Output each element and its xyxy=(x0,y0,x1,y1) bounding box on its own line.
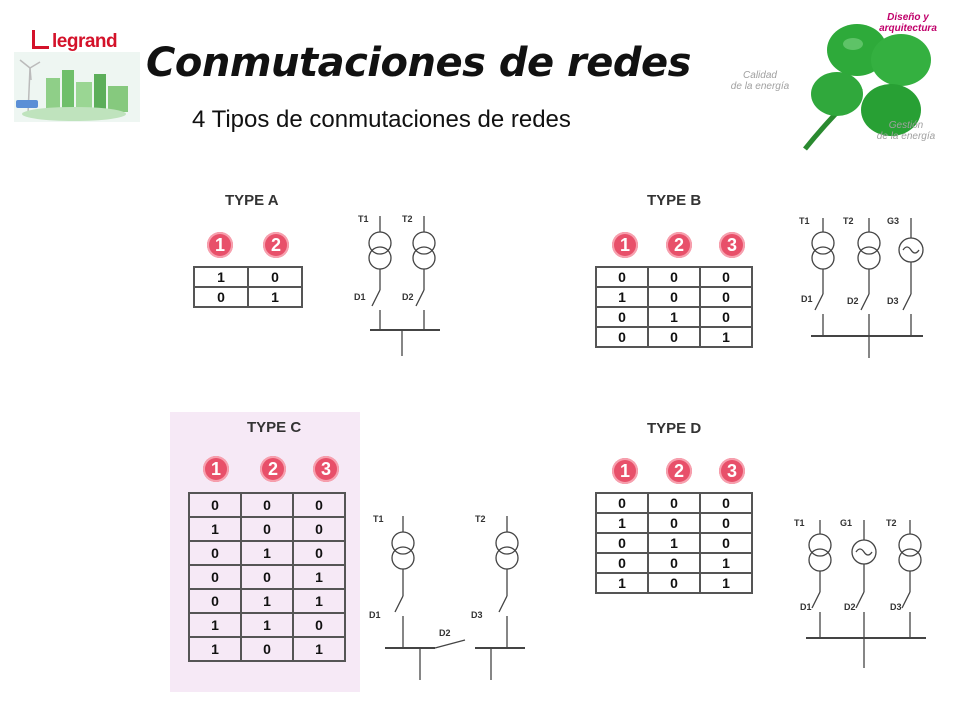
panel-d-input-1: 1 xyxy=(612,458,638,484)
panel-c-breaker-1: D1 xyxy=(369,610,381,620)
panel-c-input-1: 1 xyxy=(203,456,229,482)
green-city-image xyxy=(14,52,140,122)
panel-d-input-3: 3 xyxy=(719,458,745,484)
panel-c-breaker-3: D3 xyxy=(471,610,483,620)
panel-b-source-1: T1 xyxy=(799,216,810,226)
panel-c-input-2: 2 xyxy=(260,456,286,482)
legrand-mark-icon xyxy=(32,30,49,49)
panel-a-breaker-1: D1 xyxy=(354,292,366,302)
panel-b-source-3: G3 xyxy=(887,216,899,226)
panel-d-source-2: G1 xyxy=(840,518,852,528)
panel-b-input-1: 1 xyxy=(612,232,638,258)
panel-d-breaker-1: D1 xyxy=(800,602,812,612)
panel-d-input-2: 2 xyxy=(666,458,692,484)
panel-c-input-3: 3 xyxy=(313,456,339,482)
clover-icon xyxy=(803,24,931,151)
panel-a-circuit: T1 T2 D1 D2 xyxy=(354,214,440,356)
panel-b-breaker-3: D3 xyxy=(887,296,899,306)
panel-d-source-3: T2 xyxy=(886,518,897,528)
panel-b-input-2: 2 xyxy=(666,232,692,258)
panel-c-source-2: T2 xyxy=(475,514,486,524)
panel-b-title: TYPE B xyxy=(647,192,702,209)
panel-d-circuit: T1 G1 T2 D1 D2 D3 xyxy=(794,518,926,668)
panel-b-input-3: 3 xyxy=(719,232,745,258)
legrand-logo: legrand xyxy=(32,30,118,53)
panel-b-breaker-2: D2 xyxy=(847,296,859,306)
panel-a-input-2: 2 xyxy=(263,232,289,258)
panel-c-title: TYPE C xyxy=(247,419,302,436)
brand-name: legrand xyxy=(52,31,118,52)
panel-b-breaker-1: D1 xyxy=(801,294,813,304)
panel-b-circuit: T1 T2 G3 D1 D2 D3 xyxy=(799,216,924,358)
panel-c-circuit: T1 T2 D1 D3 D2 xyxy=(369,514,525,680)
panel-a-source-1: T1 xyxy=(358,214,369,224)
panel-c-source-1: T1 xyxy=(373,514,384,524)
panel-d-source-1: T1 xyxy=(794,518,805,528)
panel-a-title: TYPE A xyxy=(225,192,279,209)
panel-c-breaker-2: D2 xyxy=(439,628,451,638)
panel-a-breaker-2: D2 xyxy=(402,292,414,302)
page-title: Conmutaciones de redes xyxy=(146,40,691,86)
panel-b-source-2: T2 xyxy=(843,216,854,226)
panel-d-title: TYPE D xyxy=(647,420,702,437)
panel-a-input-1: 1 xyxy=(207,232,233,258)
page-subtitle: 4 Tipos de conmutaciones de redes xyxy=(192,106,571,133)
panel-d-breaker-3: D3 xyxy=(890,602,902,612)
panel-d-breaker-2: D2 xyxy=(844,602,856,612)
panel-a-source-2: T2 xyxy=(402,214,413,224)
